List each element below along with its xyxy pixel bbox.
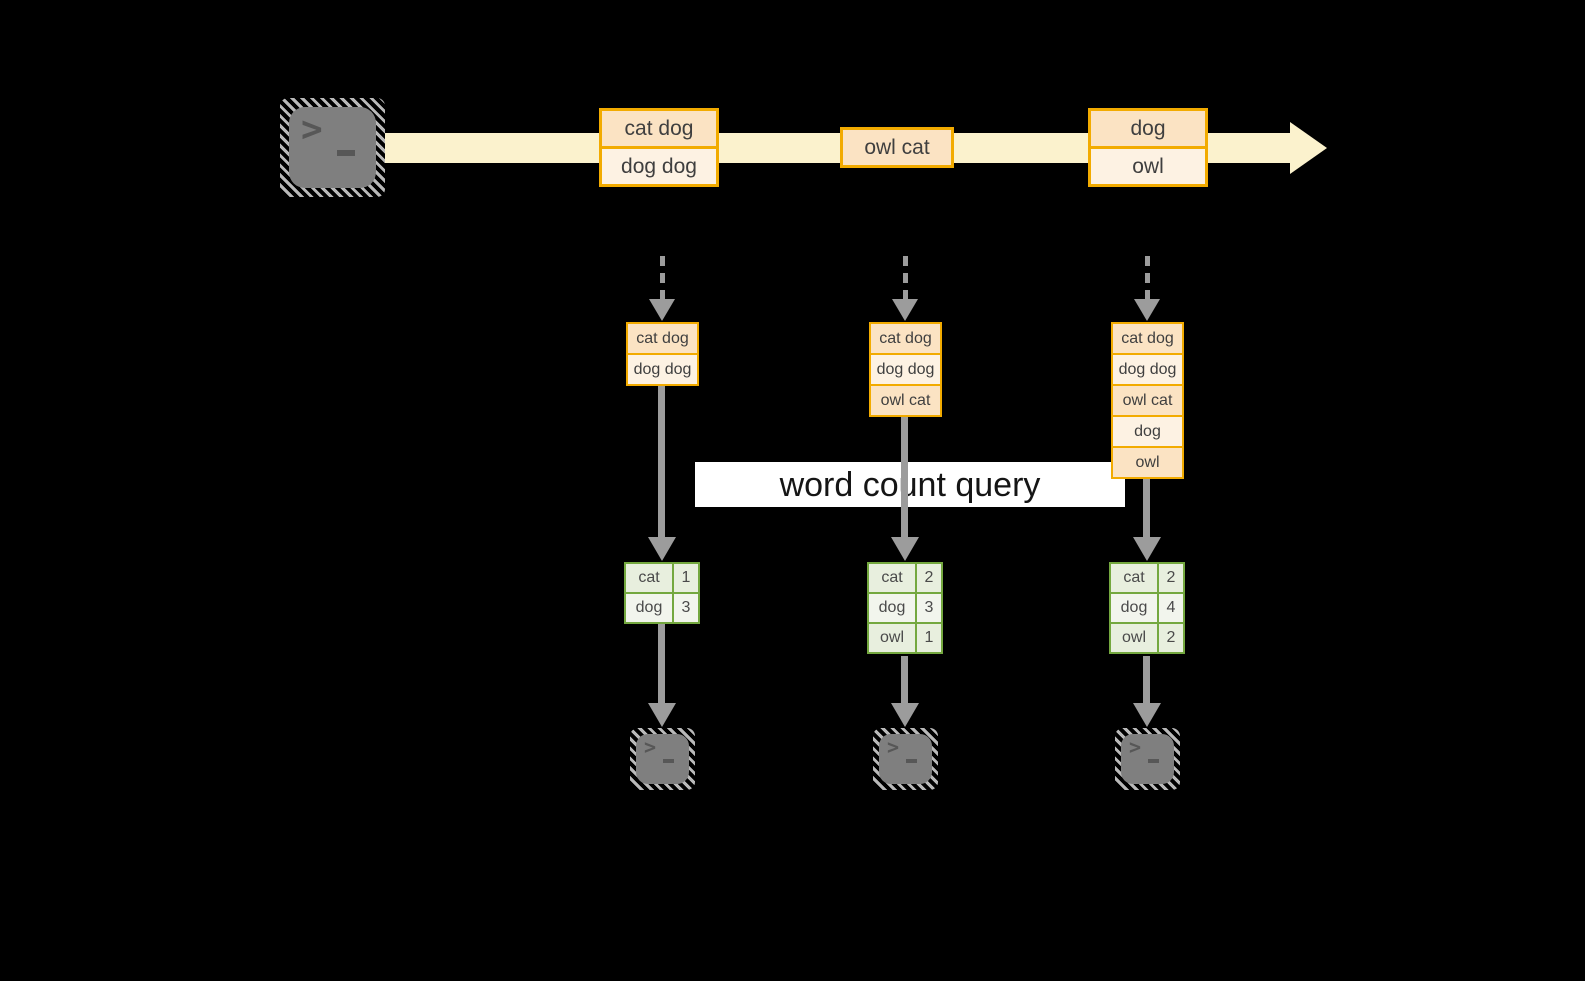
batch-cell: owl cat — [843, 130, 951, 165]
table-row: cat 2 — [869, 564, 941, 592]
cursor-icon — [906, 759, 917, 763]
count-table: cat 1 dog 3 — [624, 562, 700, 624]
stack-cell: owl cat — [1113, 386, 1182, 415]
count-cell: 2 — [1159, 564, 1183, 592]
arrowhead-icon — [1133, 703, 1161, 727]
prompt-icon: > — [1129, 735, 1142, 759]
batch-cell: dog dog — [602, 149, 716, 184]
count-cell: 4 — [1159, 594, 1183, 622]
flow-line — [658, 624, 665, 705]
stack-cell: owl — [1113, 448, 1182, 477]
query-label: word count query — [695, 462, 1125, 507]
table-row: owl 1 — [869, 624, 941, 652]
count-table: cat 2 dog 3 owl 1 — [867, 562, 943, 654]
stack-cell: cat dog — [871, 324, 940, 353]
table-row: owl 2 — [1111, 624, 1183, 652]
word-cell: owl — [1111, 624, 1157, 652]
word-cell: cat — [1111, 564, 1157, 592]
arrowhead-icon — [648, 537, 676, 561]
word-cell: dog — [626, 594, 672, 622]
terminal-icon: > — [1115, 728, 1180, 790]
arrowhead-icon — [1133, 537, 1161, 561]
terminal-icon: > — [630, 728, 695, 790]
flow-line — [1143, 656, 1150, 705]
count-table: cat 2 dog 4 owl 2 — [1109, 562, 1185, 654]
count-cell: 3 — [674, 594, 698, 622]
terminal-body: > — [1121, 734, 1174, 784]
count-cell: 2 — [917, 564, 941, 592]
stack-cell: dog dog — [628, 355, 697, 384]
stack-cell: cat dog — [628, 324, 697, 353]
word-stack: cat dog dog dog owl cat dog owl — [1111, 322, 1184, 479]
flow-line — [1143, 479, 1150, 539]
table-row: dog 3 — [626, 594, 698, 622]
batch-cell: dog — [1091, 111, 1205, 146]
cursor-icon — [663, 759, 674, 763]
terminal-body: > — [879, 734, 932, 784]
dashed-arrow — [903, 256, 908, 300]
stack-cell: cat dog — [1113, 324, 1182, 353]
arrowhead-icon — [891, 703, 919, 727]
count-cell: 3 — [917, 594, 941, 622]
terminal-body: > — [289, 107, 376, 188]
stack-cell: dog — [1113, 417, 1182, 446]
table-row: cat 1 — [626, 564, 698, 592]
prompt-icon: > — [887, 735, 900, 759]
word-cell: cat — [869, 564, 915, 592]
stream-arrowhead-icon — [1290, 122, 1327, 174]
word-cell: dog — [869, 594, 915, 622]
table-row: dog 3 — [869, 594, 941, 622]
arrowhead-icon — [648, 703, 676, 727]
prompt-icon: > — [644, 735, 657, 759]
count-cell: 1 — [674, 564, 698, 592]
table-row: dog 4 — [1111, 594, 1183, 622]
flow-line — [901, 656, 908, 705]
batch-cell: owl — [1091, 149, 1205, 184]
terminal-body: > — [636, 734, 689, 784]
stack-cell: dog dog — [871, 355, 940, 384]
dashed-arrow — [1145, 256, 1150, 300]
word-stack: cat dog dog dog owl cat — [869, 322, 942, 417]
arrowhead-icon — [892, 299, 918, 321]
stream-batch: owl cat — [840, 127, 954, 168]
batch-cell: cat dog — [602, 111, 716, 146]
stack-cell: owl cat — [871, 386, 940, 415]
count-cell: 1 — [917, 624, 941, 652]
count-cell: 2 — [1159, 624, 1183, 652]
cursor-icon — [337, 150, 355, 156]
terminal-icon: > — [873, 728, 938, 790]
stream-batch: cat dog dog dog — [599, 108, 719, 187]
word-cell: cat — [626, 564, 672, 592]
cursor-icon — [1148, 759, 1159, 763]
terminal-icon: > — [280, 98, 385, 197]
flow-line — [901, 417, 908, 539]
stack-cell: dog dog — [1113, 355, 1182, 384]
table-row: cat 2 — [1111, 564, 1183, 592]
stream-batch: dog owl — [1088, 108, 1208, 187]
flow-line — [658, 386, 665, 539]
word-cell: owl — [869, 624, 915, 652]
word-cell: dog — [1111, 594, 1157, 622]
dashed-arrow — [660, 256, 665, 300]
arrowhead-icon — [891, 537, 919, 561]
arrowhead-icon — [1134, 299, 1160, 321]
prompt-icon: > — [301, 109, 323, 150]
word-stack: cat dog dog dog — [626, 322, 699, 386]
arrowhead-icon — [649, 299, 675, 321]
